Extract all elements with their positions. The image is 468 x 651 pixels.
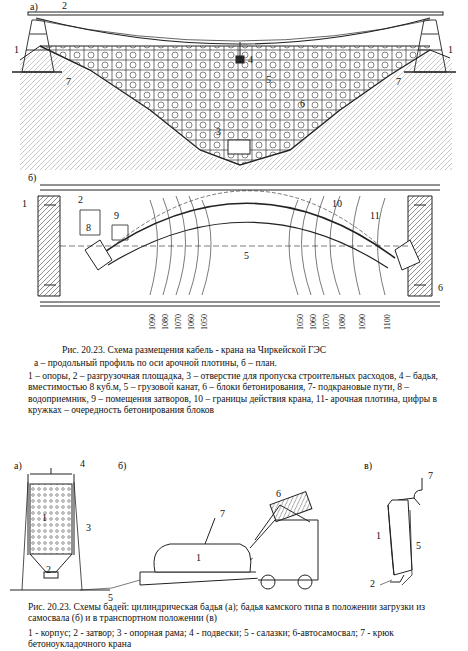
callout-number: 5 bbox=[266, 74, 271, 86]
callout-number: 1 bbox=[448, 44, 453, 56]
callout-number: 2 bbox=[78, 194, 83, 206]
callout-number: 2 bbox=[370, 578, 375, 590]
caption-text: 1 – опоры, 2 – разгрузочная площадка, 3 … bbox=[28, 371, 446, 417]
callout-number: 5 bbox=[244, 250, 249, 262]
callout-number: в) bbox=[364, 460, 372, 472]
callout-number: 1 bbox=[14, 44, 19, 56]
elevation-mark: 1070 bbox=[174, 314, 183, 330]
callout-number: 1 bbox=[376, 530, 381, 542]
callout-number: 4 bbox=[248, 54, 253, 66]
callout-number: 1 bbox=[42, 512, 47, 524]
callout-number: 10 bbox=[332, 198, 342, 210]
callout-number: 3 bbox=[216, 126, 221, 138]
callout-number: 2 bbox=[62, 0, 67, 12]
callout-number: 2 bbox=[46, 564, 51, 576]
callout-number: 11 bbox=[370, 210, 380, 222]
callout-number: 3 bbox=[86, 522, 91, 534]
callout-number: 1 bbox=[22, 198, 27, 210]
callout-number: 7 bbox=[220, 508, 225, 520]
callout-number: а) bbox=[14, 460, 22, 472]
caption-text: 1 - корпус; 2 - затвор; 3 - опорная рама… bbox=[28, 628, 446, 651]
caption-text: Рис. 20.23. Схемы бадей: цилиндрическая … bbox=[28, 602, 446, 625]
callout-number: 5 bbox=[108, 592, 113, 604]
elevation-mark: 1050 bbox=[296, 314, 305, 330]
elevation-mark: 1090 bbox=[148, 314, 157, 330]
callout-number: 6 bbox=[276, 488, 281, 500]
callout-number: 8 bbox=[86, 222, 91, 234]
callout-number: 1 bbox=[196, 552, 201, 564]
callout-number: 6 bbox=[300, 98, 305, 110]
caption-text: Рис. 20.23. Схема размещения кабель - кр… bbox=[62, 345, 326, 356]
elevation-mark: 1060 bbox=[187, 314, 196, 330]
elevation-mark: 1090 bbox=[358, 314, 367, 330]
callout-number: а) bbox=[30, 1, 38, 13]
elevation-mark: 1070 bbox=[322, 314, 331, 330]
elevation-mark: 1080 bbox=[338, 314, 347, 330]
caption-text: а – продольный профиль по оси арочной пл… bbox=[34, 358, 277, 369]
elevation-mark: 1060 bbox=[309, 314, 318, 330]
callout-number: 5 bbox=[416, 540, 421, 552]
callout-number: 6 bbox=[438, 282, 443, 294]
callout-number: б) bbox=[28, 172, 36, 184]
callout-number: 7 bbox=[66, 76, 71, 88]
callout-number: 7 bbox=[428, 470, 433, 482]
elevation-mark: 1050 bbox=[200, 314, 209, 330]
callout-number: 7 bbox=[396, 76, 401, 88]
callout-number: 9 bbox=[114, 210, 119, 222]
callout-number: б) bbox=[118, 460, 126, 472]
elevation-mark: 1080 bbox=[161, 314, 170, 330]
callout-number: 4 bbox=[80, 458, 85, 470]
elevation-mark: 1100 bbox=[383, 314, 392, 330]
